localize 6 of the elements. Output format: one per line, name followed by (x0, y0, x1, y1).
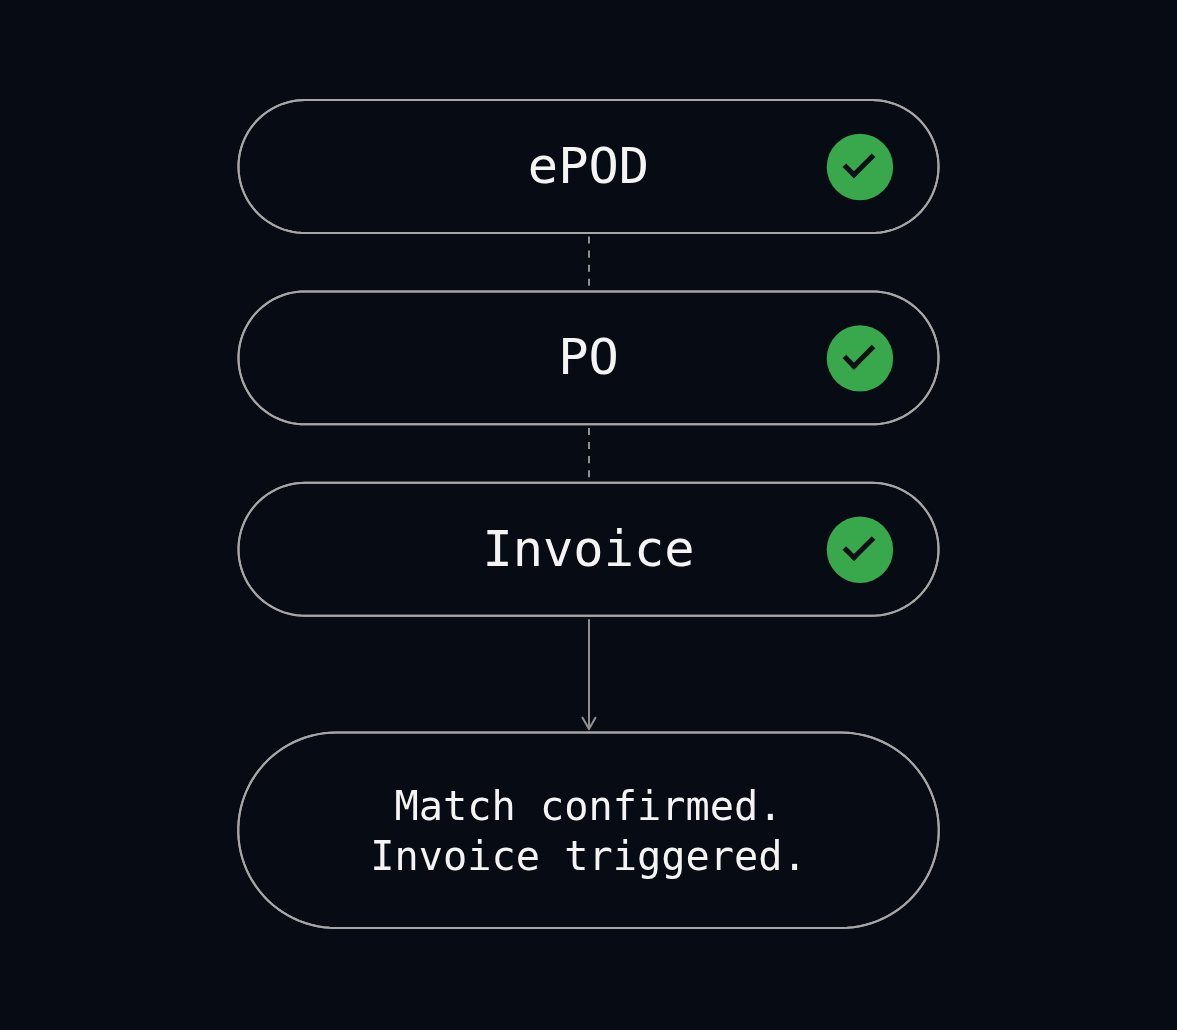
node-label: Invoice (482, 518, 695, 580)
node-label: PO (558, 327, 619, 389)
node-label: ePOD (527, 135, 650, 198)
dashed-connector (588, 236, 590, 289)
node-label: Match confirmed. Invoice triggered. (369, 780, 808, 881)
arrow (581, 619, 597, 731)
